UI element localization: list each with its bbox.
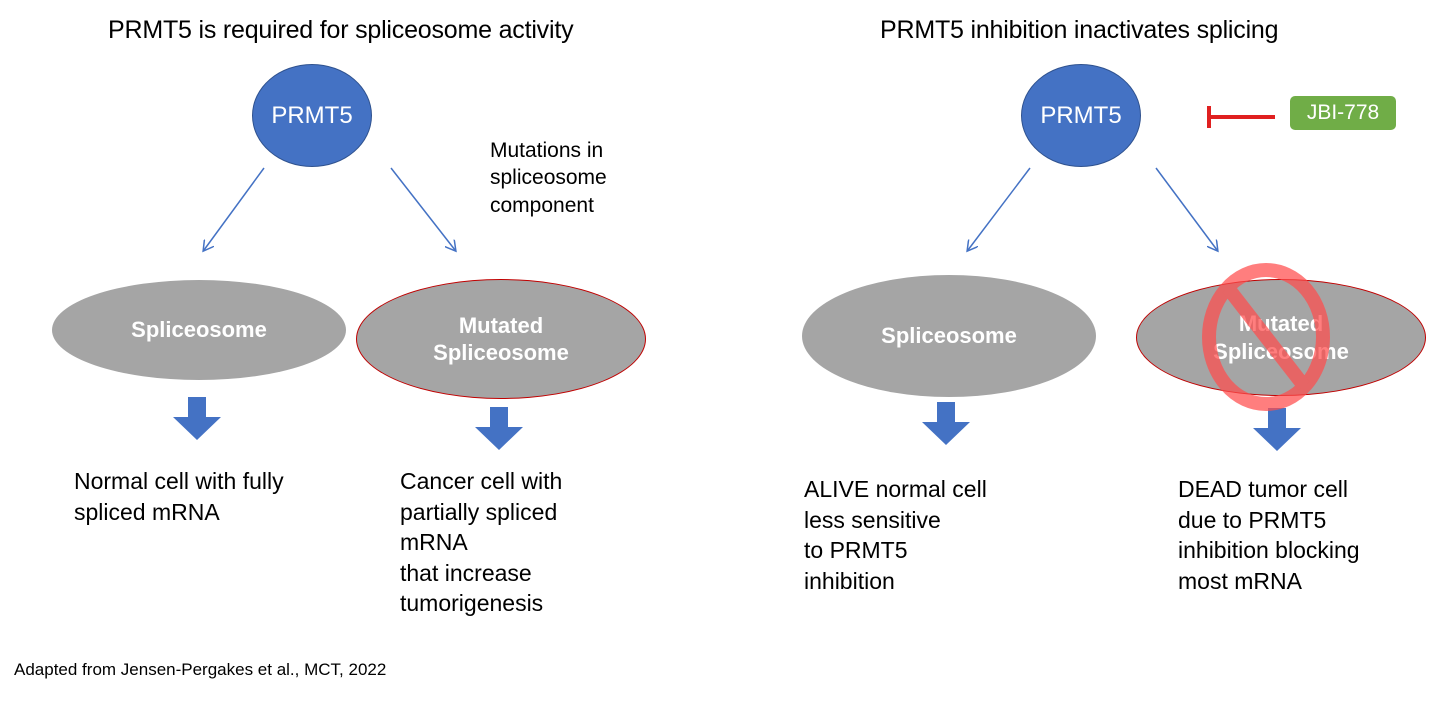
left-mutation-annotation: Mutations in spliceosome component: [490, 139, 607, 217]
right-arrow-to-spliceosome: [968, 167, 1031, 250]
left-mutated-spliceosome-label: Mutated Spliceosome: [433, 312, 569, 366]
left-prmt5-label: PRMT5: [271, 101, 353, 129]
right-panel-title: PRMT5 inhibition inactivates splicing: [880, 16, 1279, 44]
prohibition-icon: [1202, 263, 1330, 411]
right-block-arrow-2: [1253, 408, 1301, 451]
left-prmt5-node: PRMT5: [252, 64, 372, 167]
left-arrow-to-spliceosome: [204, 167, 265, 250]
right-outcome-dead: DEAD tumor cell due to PRMT5 inhibition …: [1178, 476, 1360, 594]
citation-caption: Adapted from Jensen-Pergakes et al., MCT…: [14, 660, 387, 679]
inhibition-bar-icon: [1207, 106, 1275, 128]
left-arrow-to-mutated: [390, 167, 455, 250]
left-block-arrow-1: [173, 397, 221, 440]
right-spliceosome-label: Spliceosome: [881, 323, 1017, 349]
right-outcome-alive: ALIVE normal cell less sensitive to PRMT…: [804, 476, 987, 594]
left-spliceosome-label: Spliceosome: [131, 317, 267, 343]
left-outcome-normal: Normal cell with fully spliced mRNA: [74, 468, 284, 525]
inhibitor-badge: JBI-778: [1290, 96, 1396, 130]
left-outcome-cancer: Cancer cell with partially spliced mRNA …: [400, 468, 563, 617]
right-prmt5-label: PRMT5: [1040, 101, 1122, 129]
left-spliceosome-node: Spliceosome: [52, 280, 346, 380]
inhibitor-label: JBI-778: [1306, 101, 1380, 124]
right-prmt5-node: PRMT5: [1021, 64, 1141, 167]
left-panel-title: PRMT5 is required for spliceosome activi…: [108, 16, 574, 44]
left-mutated-spliceosome-node: Mutated Spliceosome: [356, 279, 646, 399]
right-spliceosome-node: Spliceosome: [802, 275, 1096, 397]
right-block-arrow-1: [922, 402, 970, 445]
left-block-arrow-2: [475, 407, 523, 450]
right-arrow-to-mutated: [1155, 167, 1217, 250]
